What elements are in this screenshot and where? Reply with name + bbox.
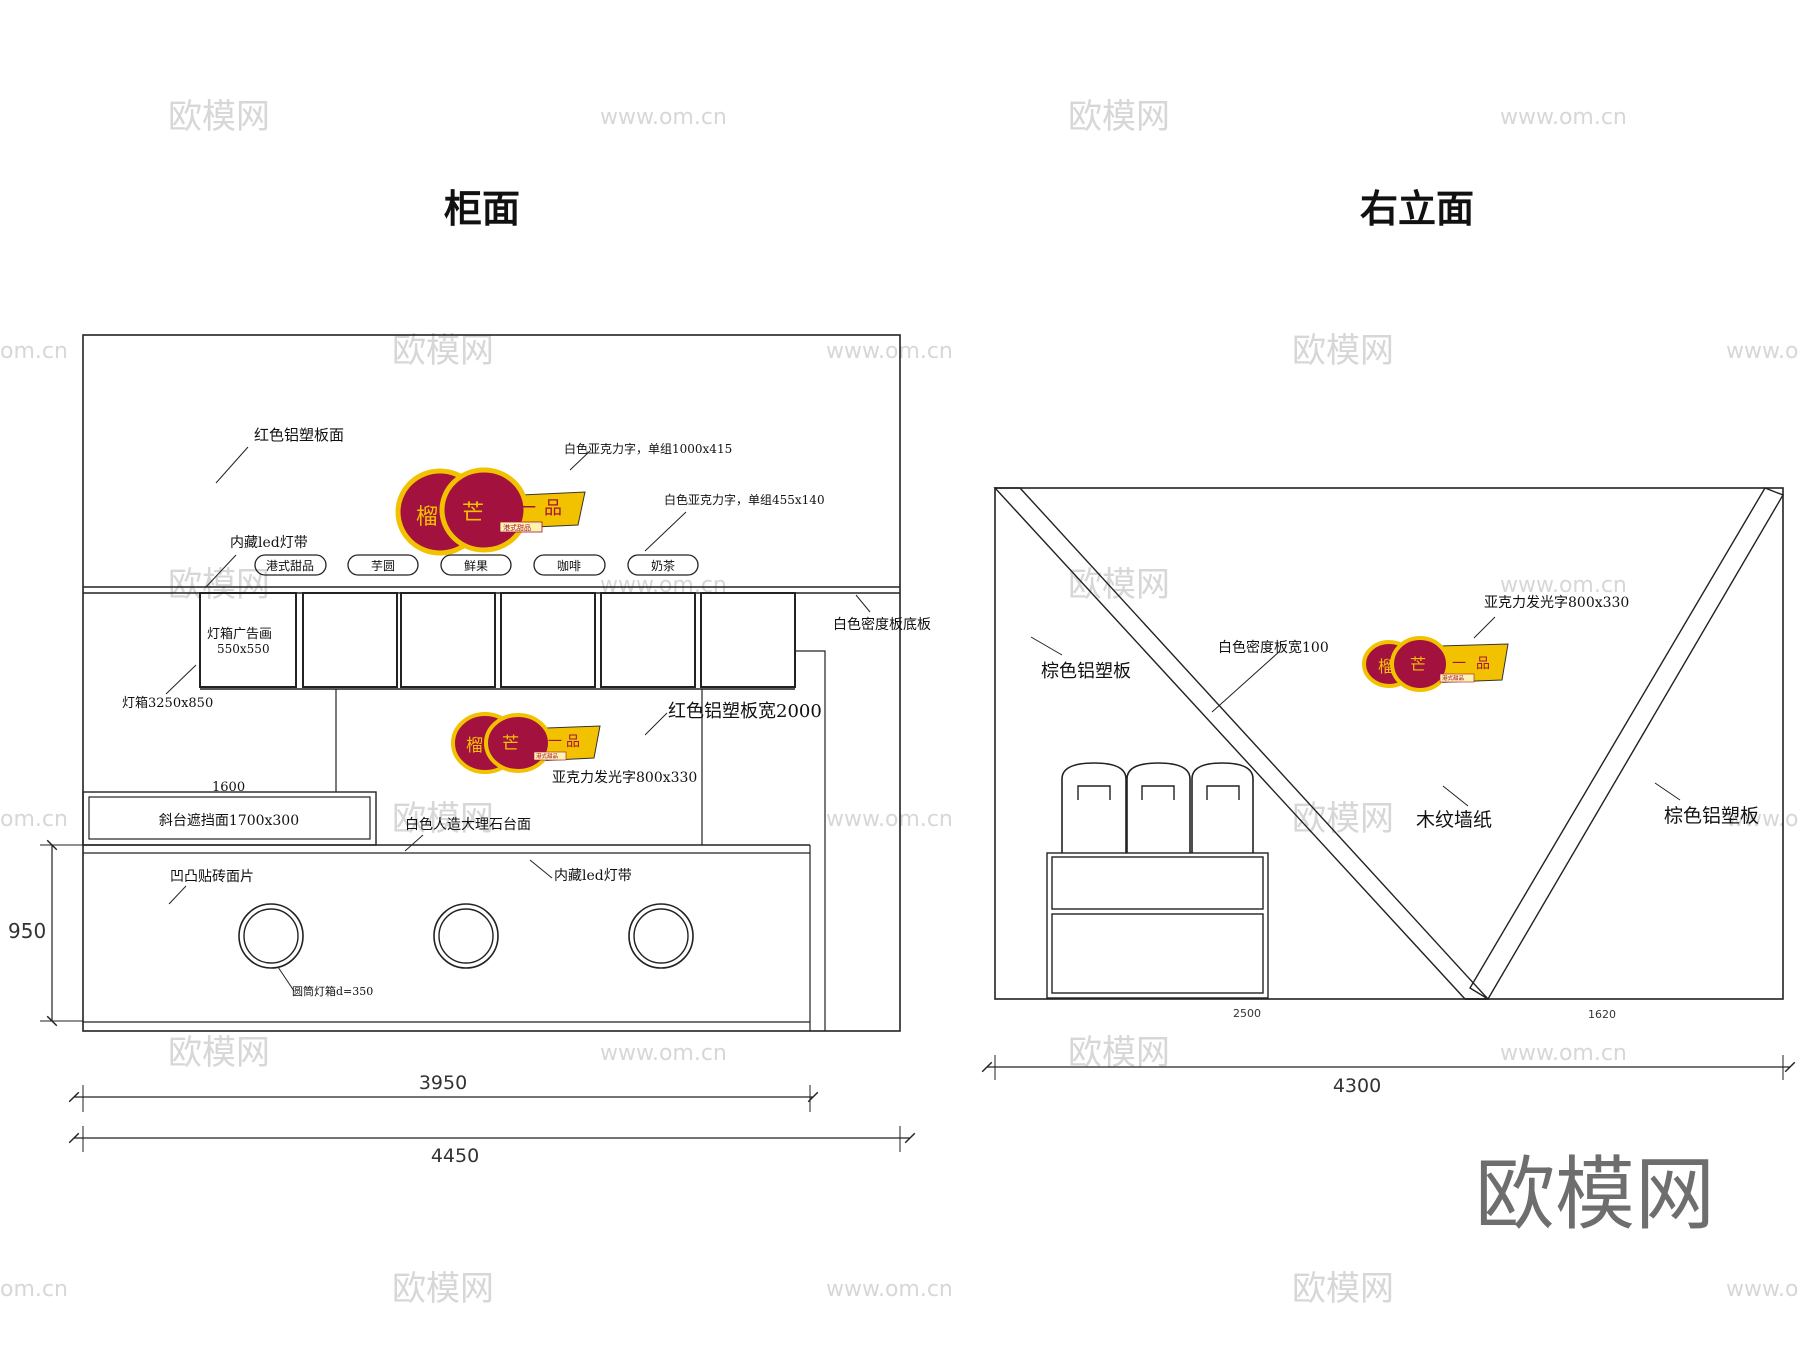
front-elevation: 榴 芒 一 品 港式甜品 港式甜品 芋圆 鲜果 咖啡 奶茶 榴 芒 [8, 334, 931, 1167]
right-outline [994, 487, 1784, 1000]
menu-sign-text: 港式甜品 [266, 559, 314, 573]
logo-char: 榴 [1378, 657, 1394, 676]
watermark-url: www.om.cn [1726, 339, 1800, 364]
dim-inner-text: 3950 [419, 1072, 467, 1094]
logo-char: 一 [548, 734, 562, 750]
watermark-cn: 欧模网 [168, 97, 270, 137]
note-brown-panel-right: 棕色铝塑板 [1664, 805, 1759, 827]
watermark-cn: 欧模网 [392, 1269, 494, 1309]
menu-sign-text: 鲜果 [464, 559, 488, 573]
note-white-acrylic-1: 白色亚克力字，单组1000x415 [564, 441, 732, 456]
logo-char: 品 [544, 498, 562, 519]
logo-tag: 港式甜品 [1442, 674, 1465, 682]
dim-right-total-text: 4300 [1333, 1075, 1381, 1097]
watermark-url: www.om.cn [826, 807, 953, 832]
menu-signs: 港式甜品 芋圆 鲜果 咖啡 奶茶 [254, 554, 699, 576]
logo-tag: 港式甜品 [503, 523, 531, 532]
dim-segment-a: 2500 [1233, 1007, 1261, 1020]
watermark-url: www.om.cn [1726, 1277, 1800, 1302]
title-front-elevation: 柜面 [444, 187, 520, 231]
watermark-cn: 欧模网 [1292, 331, 1394, 371]
logo-sign-middle: 榴 芒 一 品 港式甜品 [451, 712, 601, 774]
note-slant-board: 斜台遮挡面1700x300 [159, 813, 299, 829]
note-brown-panel-left: 棕色铝塑板 [1041, 661, 1131, 682]
logo-sign-right: 榴 芒 一 品 港式甜品 [1362, 636, 1509, 692]
lightbox-panel [700, 592, 796, 688]
watermark-layer: 欧模网 www.om.cn 欧模网 www.om.cn om.cn 欧模网 ww… [0, 97, 1800, 1309]
watermark-cn: 欧模网 [168, 1033, 270, 1073]
watermark-url: www.om.cn [826, 339, 953, 364]
logo-char: 榴 [466, 736, 483, 756]
logo-char: 芒 [1410, 655, 1426, 674]
note-wood-wallpaper: 木纹墙纸 [1416, 809, 1492, 831]
title-right-elevation: 右立面 [1360, 187, 1474, 231]
note-marble-top: 白色人造大理石台面 [405, 816, 531, 833]
lightbox-panel [199, 592, 297, 688]
watermark-cn: 欧模网 [392, 799, 494, 839]
watermark-url: om.cn [0, 339, 68, 364]
dim-1600: 1600 [212, 780, 245, 795]
dim-total-text: 4450 [431, 1145, 479, 1167]
note-acrylic-glow: 亚克力发光字800x330 [552, 770, 697, 786]
round-lamps [238, 903, 694, 969]
watermark-cn: 欧模网 [392, 331, 494, 371]
watermark-url: www.om.cn [600, 573, 727, 598]
brand-watermark: 欧模网 [1475, 1148, 1715, 1241]
logo-char: 榴 [416, 505, 438, 530]
note-lightbox-ad: 灯箱广告画 [207, 626, 272, 642]
watermark-cn: 欧模网 [1068, 97, 1170, 137]
logo-char: 芒 [502, 734, 519, 754]
note-mdf-bottom: 白色密度板底板 [833, 616, 931, 633]
lightbox-panel [302, 592, 398, 688]
canisters [1061, 762, 1254, 853]
dim-right-total: 4300 [981, 1055, 1796, 1097]
note-round-lamp: 圆筒灯箱d=350 [292, 984, 373, 998]
lightbox-panel [400, 592, 496, 688]
lightbox-panel [500, 592, 596, 688]
watermark-cn: 欧模网 [1292, 799, 1394, 839]
note-red-panel-width: 红色铝塑板宽2000 [668, 701, 822, 722]
dim-total-width: 4450 [68, 1126, 916, 1167]
note-lightbox-ad-size: 550x550 [217, 642, 270, 656]
note-led-bottom: 内藏led灯带 [554, 868, 632, 884]
logo-char: 一 [1452, 656, 1466, 672]
dim-inner-width: 3950 [68, 1072, 819, 1112]
note-lightbox: 灯箱3250x850 [122, 695, 213, 711]
logo-char: 一 [518, 498, 536, 519]
watermark-url: www.om.cn [600, 105, 727, 130]
watermark-url: om.cn [0, 807, 68, 832]
watermark-url: www.om.cn [600, 1041, 727, 1066]
watermark-url: om.cn [0, 1277, 68, 1302]
logo-char: 品 [566, 734, 580, 750]
dim-height: 950 [8, 839, 83, 1027]
logo-char: 品 [1476, 656, 1490, 672]
right-cabinet [1046, 852, 1269, 999]
note-acrylic-glow-right: 亚克力发光字800x330 [1484, 595, 1629, 611]
menu-sign-text: 芋圆 [371, 559, 395, 573]
logo-tag: 港式甜品 [536, 752, 559, 760]
watermark-url: www.om.cn [1500, 1041, 1627, 1066]
dim-height-text: 950 [8, 919, 46, 943]
watermark-url: www.om.cn [826, 1277, 953, 1302]
watermark-url: www.om.cn [1500, 105, 1627, 130]
dim-segment-b: 1620 [1588, 1008, 1616, 1021]
logo-char: 芒 [462, 501, 484, 526]
note-tile: 凹凸贴砖面片 [170, 869, 254, 885]
logo-sign-top: 榴 芒 一 品 港式甜品 [395, 467, 586, 556]
note-white-acrylic-2: 白色亚克力字，单组455x140 [664, 492, 825, 507]
watermark-url: www.om.cn [1500, 573, 1627, 598]
note-led-top: 内藏led灯带 [230, 535, 308, 551]
menu-sign-text: 奶茶 [651, 558, 675, 573]
lightbox-panel [600, 592, 696, 688]
watermark-cn: 欧模网 [168, 565, 270, 605]
watermark-cn: 欧模网 [1292, 1269, 1394, 1309]
note-white-mdf: 白色密度板宽100 [1218, 639, 1329, 656]
right-elevation: 榴 芒 一 品 港式甜品 棕色铝塑板 白色密度板宽100 亚克力发光字800x3… [981, 487, 1796, 1097]
menu-sign-text: 咖啡 [557, 558, 581, 573]
note-red-panel: 红色铝塑板面 [254, 426, 344, 444]
watermark-url: www.om.cn [1726, 807, 1800, 832]
front-outline [82, 334, 901, 1032]
lightbox-panels [199, 592, 796, 690]
